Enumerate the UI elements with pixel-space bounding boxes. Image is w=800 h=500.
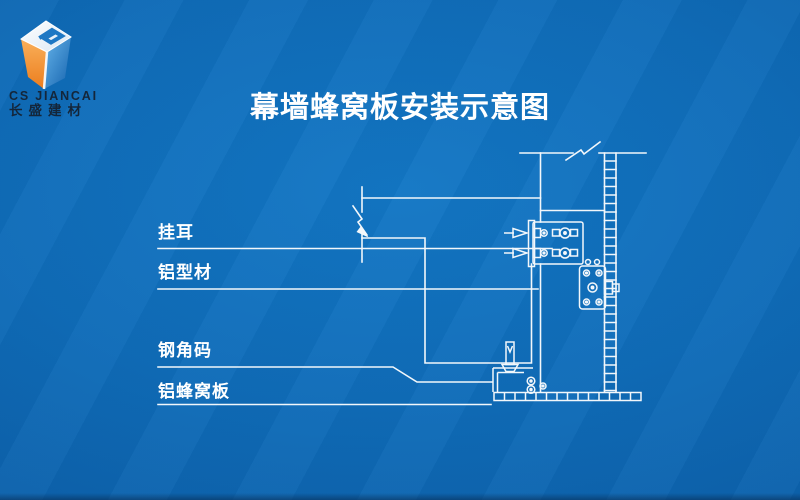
company-logo: CS JIANCAI 长盛建材 xyxy=(9,20,98,118)
steel-angle-bracket xyxy=(492,341,547,395)
page-title: 幕墙蜂窝板安装示意图 xyxy=(249,92,550,124)
honeycomb-panel-strip xyxy=(493,391,642,402)
label-aluminum-honeycomb-panel: 铝蜂窝板 xyxy=(158,381,230,401)
label-steel-angle-bracket: 钢角码 xyxy=(158,340,212,360)
leader-steel-angle xyxy=(157,366,493,383)
cube-logo-icon xyxy=(20,20,72,90)
break-arrowhead xyxy=(356,226,369,238)
label-aluminum-profile: 铝型材 xyxy=(158,262,212,282)
label-hanging-lug: 挂耳 xyxy=(158,222,194,242)
profile-box xyxy=(361,237,533,364)
leader-lines xyxy=(157,247,553,406)
logo-company-zh: 长盛建材 xyxy=(9,102,87,118)
wall-hatch xyxy=(603,160,617,392)
logo-company-en: CS JIANCAI xyxy=(9,89,98,103)
structure-lines xyxy=(351,140,647,393)
fixing-screw-icons xyxy=(504,227,530,259)
hanging-lug-plate xyxy=(527,219,584,268)
bottom-shade xyxy=(0,493,800,500)
anchor-assembly xyxy=(578,258,620,310)
break-symbol xyxy=(564,140,602,162)
